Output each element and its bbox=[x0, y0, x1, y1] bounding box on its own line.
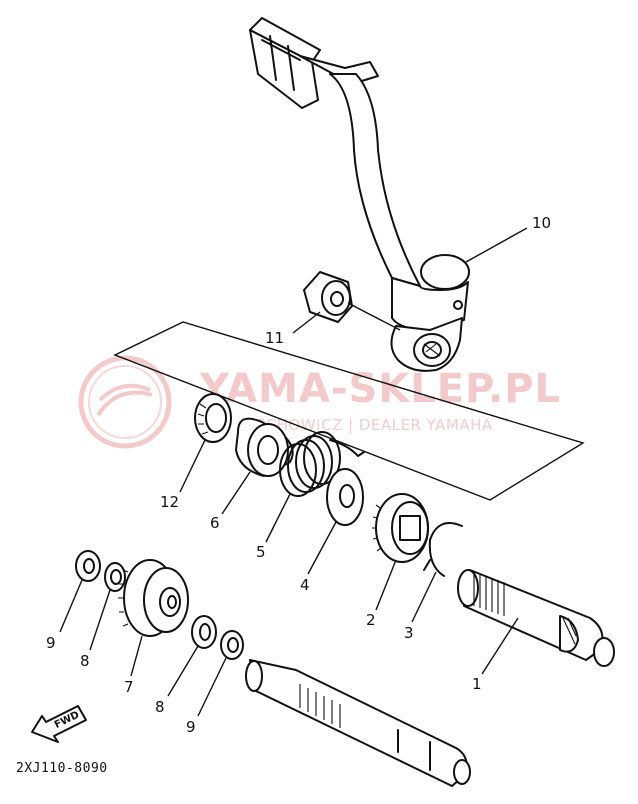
watermark-brand: YAMA-SKLEP.PL bbox=[199, 366, 561, 412]
oil-seal bbox=[194, 393, 232, 443]
callout-12: 12 bbox=[160, 493, 179, 511]
circlip bbox=[423, 522, 463, 577]
callout-5: 5 bbox=[256, 543, 266, 561]
left-circlip bbox=[75, 550, 101, 582]
callout-3: 3 bbox=[404, 624, 414, 642]
idle-gear bbox=[118, 559, 189, 637]
callout-6: 6 bbox=[210, 514, 220, 532]
left-washer bbox=[104, 562, 126, 592]
ratchet-wheel bbox=[372, 493, 429, 563]
watermark-tagline: ZIECHOWICZ | DEALER YAMAHA bbox=[240, 416, 493, 434]
callout-1: 1 bbox=[472, 675, 482, 693]
callout-8-right: 8 bbox=[155, 698, 165, 716]
callout-numbers: 10 11 12 6 5 4 2 3 1 9 8 7 8 9 bbox=[46, 214, 551, 736]
lever-nut bbox=[303, 271, 401, 331]
callout-9-right: 9 bbox=[186, 718, 196, 736]
leader-lines bbox=[59, 227, 528, 717]
spring-guide bbox=[235, 417, 294, 477]
diagram-code: 2XJ110-8090 bbox=[16, 761, 108, 776]
watermark: YAMA-SKLEP.PL ZIECHOWICZ | DEALER YAMAHA bbox=[78, 355, 561, 449]
watermark-logo-icon bbox=[78, 355, 172, 449]
right-washer bbox=[191, 615, 217, 649]
callout-9-left: 9 bbox=[46, 634, 56, 652]
kick-lever bbox=[249, 17, 470, 372]
kick-axle bbox=[457, 569, 615, 667]
callout-4: 4 bbox=[300, 576, 310, 594]
torsion-spring bbox=[279, 431, 365, 497]
callout-10: 10 bbox=[532, 214, 551, 232]
callout-2: 2 bbox=[366, 611, 376, 629]
callout-8-left: 8 bbox=[80, 652, 90, 670]
assembly-outline bbox=[113, 321, 585, 501]
main-shaft bbox=[245, 659, 471, 787]
callout-11: 11 bbox=[265, 329, 284, 347]
callout-7: 7 bbox=[124, 678, 134, 696]
right-circlip bbox=[220, 630, 244, 660]
fwd-arrow-icon: FWD bbox=[31, 705, 87, 743]
plain-washer bbox=[326, 468, 364, 526]
